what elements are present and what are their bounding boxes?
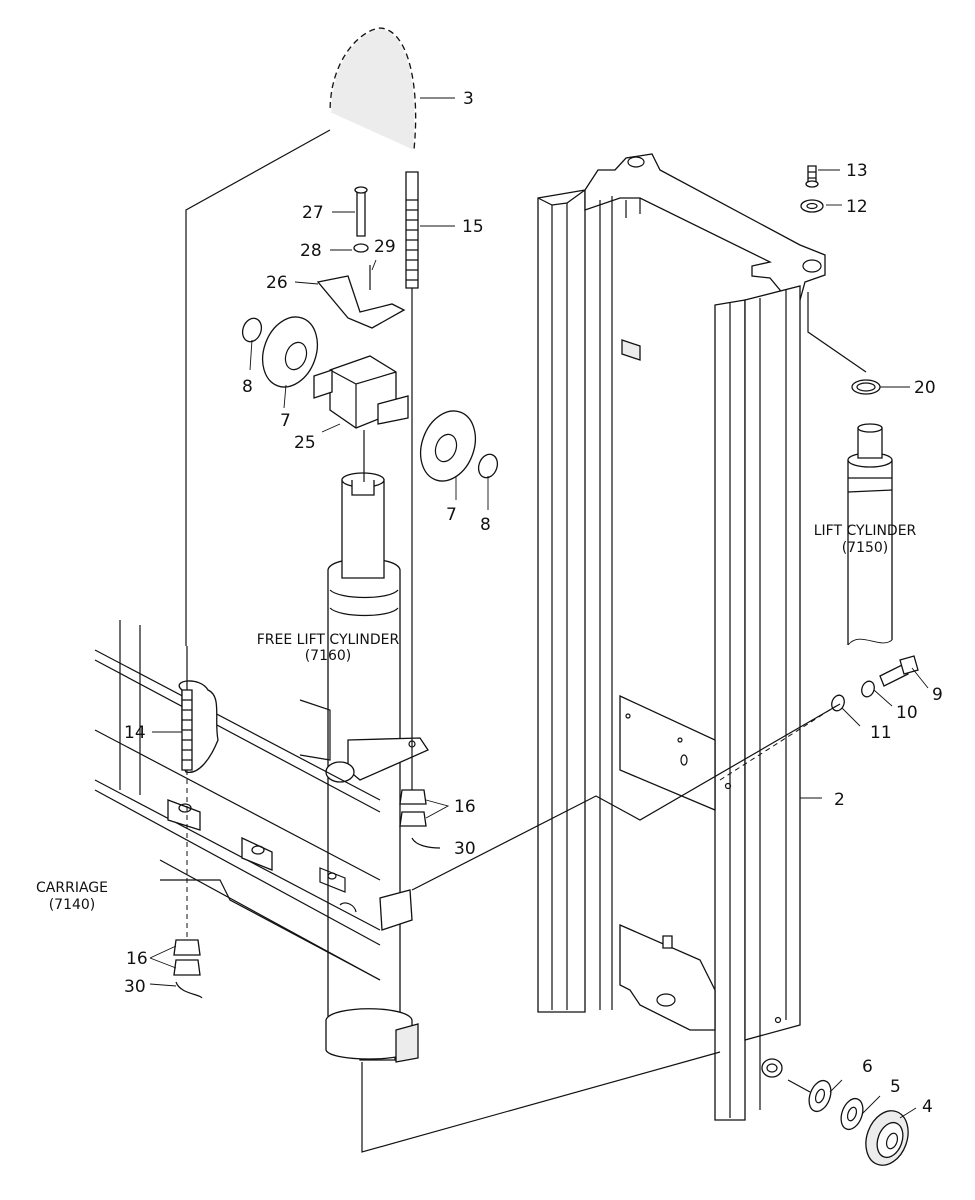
- callout-12: 12: [846, 197, 868, 217]
- carriage-label: CARRIAGE: [36, 880, 108, 896]
- free-lift-cylinder: [325, 472, 429, 1063]
- callout-15: 15: [462, 217, 484, 237]
- callout-7-upper: 7: [280, 411, 291, 431]
- callout-6: 6: [862, 1057, 873, 1077]
- callout-4: 4: [922, 1097, 933, 1117]
- callout-3: 3: [463, 89, 474, 109]
- callout-2: 2: [834, 790, 845, 810]
- callout-27: 27: [302, 203, 324, 223]
- free-lift-cylinder-code: (7160): [305, 648, 352, 664]
- callout-26: 26: [266, 273, 288, 293]
- callout-28: 28: [300, 241, 322, 261]
- chain-anchor-bolt: [399, 171, 441, 849]
- callout-25: 25: [294, 433, 316, 453]
- component-labels: FREE LIFT CYLINDER (7160) LIFT CYLINDER …: [36, 523, 917, 913]
- lift-cylinder: [800, 165, 893, 646]
- callout-10: 10: [896, 703, 918, 723]
- lift-cylinder-label: LIFT CYLINDER: [814, 523, 917, 539]
- bottom-roller-stack: [808, 1079, 909, 1166]
- callout-30-left: 30: [124, 977, 146, 997]
- leader-lines: [149, 97, 929, 1153]
- callout-16-right: 16: [454, 797, 476, 817]
- callout-30-right: 30: [454, 839, 476, 859]
- callout-5: 5: [890, 1077, 901, 1097]
- callout-14: 14: [124, 723, 146, 743]
- callout-16-left: 16: [126, 949, 148, 969]
- inner-mast: [537, 153, 826, 1121]
- callout-20: 20: [914, 378, 936, 398]
- carriage-code: (7140): [49, 897, 96, 913]
- anchor-bolt-left: [173, 646, 203, 999]
- lift-cylinder-code: (7150): [842, 540, 889, 556]
- callout-29: 29: [374, 237, 396, 257]
- free-lift-cylinder-label: FREE LIFT CYLINDER: [257, 632, 400, 648]
- sheave-assembly: [241, 186, 499, 482]
- callout-8-lower: 8: [480, 515, 491, 535]
- bolt-washer-set: [831, 655, 919, 712]
- callout-7-lower: 7: [446, 505, 457, 525]
- callout-9: 9: [932, 685, 943, 705]
- callout-11: 11: [870, 723, 892, 743]
- lift-chain: [328, 26, 418, 151]
- callout-13: 13: [846, 161, 868, 181]
- callout-numbers: 3 15 13 12 20 27 28 29 26 8 7 25 7 8 14 …: [124, 89, 943, 1117]
- callout-8-upper: 8: [242, 377, 253, 397]
